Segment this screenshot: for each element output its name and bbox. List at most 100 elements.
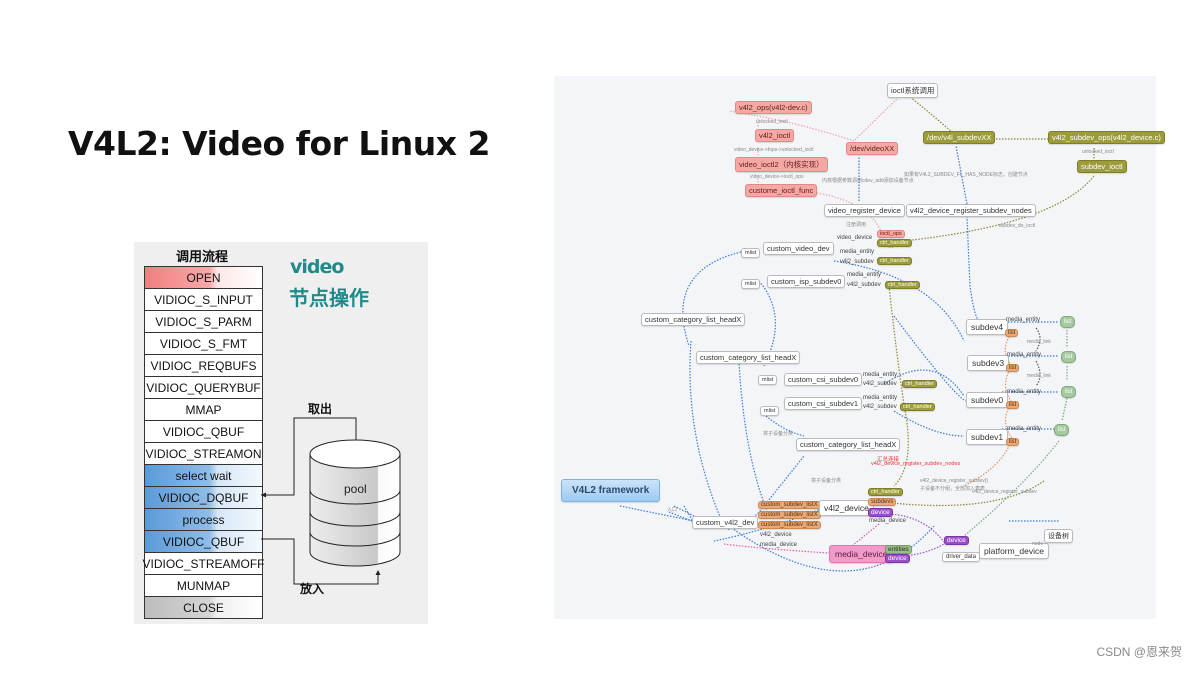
edge <box>955 145 968 205</box>
flow-step: CLOSE <box>145 597 262 618</box>
put-in-label: 放入 <box>300 582 325 596</box>
arrow-head <box>261 492 266 498</box>
subdev1-node[interactable]: subdev1 <box>966 429 1009 445</box>
edge <box>889 543 945 558</box>
edge-label: media_link <box>1027 373 1051 379</box>
edge <box>883 369 965 397</box>
subdev3-node[interactable]: subdev3 <box>967 355 1010 371</box>
field-media-entity: media_entity <box>863 372 898 378</box>
edge-label: subdev_do_ioctl <box>999 223 1036 229</box>
ctrl-handler-tag: ctrl_handler <box>885 281 920 289</box>
field-v4l2-subdev: v4l2_subdev <box>847 282 881 288</box>
edge <box>888 285 909 487</box>
edge <box>851 523 880 547</box>
ctrl-handler-tag: ctrl_handler <box>868 488 903 496</box>
custom-isp-subdev0-node[interactable]: custom_isp_subdev0 <box>767 275 846 288</box>
edge <box>765 415 805 437</box>
edge <box>673 505 695 517</box>
flow-step: VIDIOC_REQBUFS <box>145 355 262 377</box>
edge <box>682 251 742 347</box>
mlist-node[interactable]: mlist <box>760 406 780 416</box>
arrow-head <box>375 570 381 575</box>
green-list-node: list <box>1061 386 1077 398</box>
custom-video-dev-node[interactable]: custom_video_dev <box>763 242 834 255</box>
edge <box>873 480 1045 507</box>
edge <box>963 330 1068 537</box>
flow-step: process <box>145 509 262 531</box>
take-out-connector <box>261 417 357 496</box>
field-v4l2-device: v4l2_device <box>760 532 792 538</box>
edge <box>689 340 730 530</box>
edge <box>738 360 770 517</box>
field-media-entity: media_entity <box>1007 352 1042 358</box>
edge <box>1035 327 1041 387</box>
custom-csi-subdev1-node[interactable]: custom_csi_subdev1 <box>784 397 863 410</box>
field-media-entity: media_entity <box>863 395 898 401</box>
flow-step: select wait <box>145 465 262 487</box>
v4l2-architecture-mindmap: ioctl系统调用 v4l2_ops(v4l2-dev.c) unlocked_… <box>554 76 1165 619</box>
subdev0-node[interactable]: subdev0 <box>966 392 1009 408</box>
edge <box>619 505 695 522</box>
v4l2-ops-node[interactable]: v4l2_ops(v4l2-dev.c) <box>735 101 812 114</box>
mlist-node[interactable]: mlist <box>741 248 761 258</box>
custome-ioctl-func-node[interactable]: custome_ioctl_func <box>745 184 818 197</box>
category-list-head-node[interactable]: custom_category_list_headX <box>796 438 901 451</box>
edge-label: v4l2_device_register_subdev() <box>920 478 989 484</box>
put-in-connector <box>261 538 379 585</box>
edge <box>893 175 1095 243</box>
entities-tag: entities <box>885 545 912 554</box>
flow-step: VIDIOC_S_INPUT <box>145 289 262 311</box>
custom-v4l2-dev-node[interactable]: custom_v4l2_dev <box>692 516 759 529</box>
ioctl-ops-tag: ioctl_ops <box>877 230 905 238</box>
video-register-device-node[interactable]: video_register_device <box>824 204 905 217</box>
subdev4-node[interactable]: subdev4 <box>966 319 1009 335</box>
platform-device-node[interactable]: platform_device <box>979 543 1050 559</box>
edge-label: 将子设备分类 <box>763 431 794 437</box>
custom-csi-subdev0-node[interactable]: custom_csi_subdev0 <box>784 373 863 386</box>
driver-data-node[interactable]: driver_data <box>942 552 981 562</box>
field-media-device: media_device <box>760 542 798 548</box>
v4l2-framework-node[interactable]: V4L2 framework <box>561 479 661 502</box>
green-list-node: list <box>1054 424 1070 436</box>
v4l2-subdev-ops-node[interactable]: v4l2_subdev_ops(v4l2_device.c) <box>1048 131 1165 144</box>
flow-step: MMAP <box>145 399 262 421</box>
edge <box>771 188 895 249</box>
ioctl-syscall-node[interactable]: ioctl系统调用 <box>887 83 939 98</box>
field-v4l2-subdev: v4l2_subdev <box>840 259 874 265</box>
list-tag: list <box>1006 401 1020 409</box>
pool-diagram <box>261 417 401 585</box>
pool-layer-line <box>309 531 401 547</box>
field-media-entity: media_entity <box>847 272 882 278</box>
media-device-node[interactable]: media_device <box>829 545 894 563</box>
flow-step: VIDIOC_QBUF <box>145 421 262 443</box>
v4l2-ioctl-node[interactable]: v4l2_ioctl <box>755 129 795 142</box>
edge <box>893 410 965 437</box>
dev-videoxx-node[interactable]: /dev/videoXX <box>846 142 899 155</box>
device-tag: device <box>944 536 969 545</box>
edge-label: 子设备不分组，全部加入表表 <box>920 486 986 492</box>
edge <box>909 96 955 135</box>
mlist-node[interactable]: mlist <box>758 375 778 385</box>
ctrl-handler-tag: ctrl_handler <box>902 380 937 388</box>
summary-label: 汇总连接 <box>877 457 900 463</box>
subdev-ioctl-node[interactable]: subdev_ioctl <box>1077 160 1127 173</box>
edge-label: unlocked_ioctl <box>1082 149 1114 155</box>
category-list-head-node[interactable]: custom_category_list_headX <box>641 313 746 326</box>
category-list-head-node[interactable]: custom_category_list_headX <box>696 351 801 364</box>
field-media-entity: media_entity <box>1007 426 1042 432</box>
pool-label: pool <box>344 482 367 496</box>
video-ioctl2-node[interactable]: video_ioctl2（内核实现） <box>735 157 828 172</box>
edge <box>893 315 967 402</box>
green-list-node: list <box>1060 316 1076 328</box>
field-video-device: video_device <box>837 235 873 241</box>
custom-subdev-list-tag: custom_subdev_listX <box>758 521 821 529</box>
v4l2-device-register-subdev-nodes-node[interactable]: v4l2_device_register_subdev_nodes <box>906 204 1036 217</box>
dev-subdevxx-node[interactable]: /dev/v4l_subdevXX <box>923 131 996 144</box>
v4l2-device-node[interactable]: v4l2_device <box>819 500 874 516</box>
field-v4l2-subdev: v4l2_subdev <box>863 404 897 410</box>
mlist-node[interactable]: mlist <box>741 279 761 289</box>
device-tree-node[interactable]: 设备树 <box>1044 529 1073 543</box>
edge <box>668 511 695 523</box>
